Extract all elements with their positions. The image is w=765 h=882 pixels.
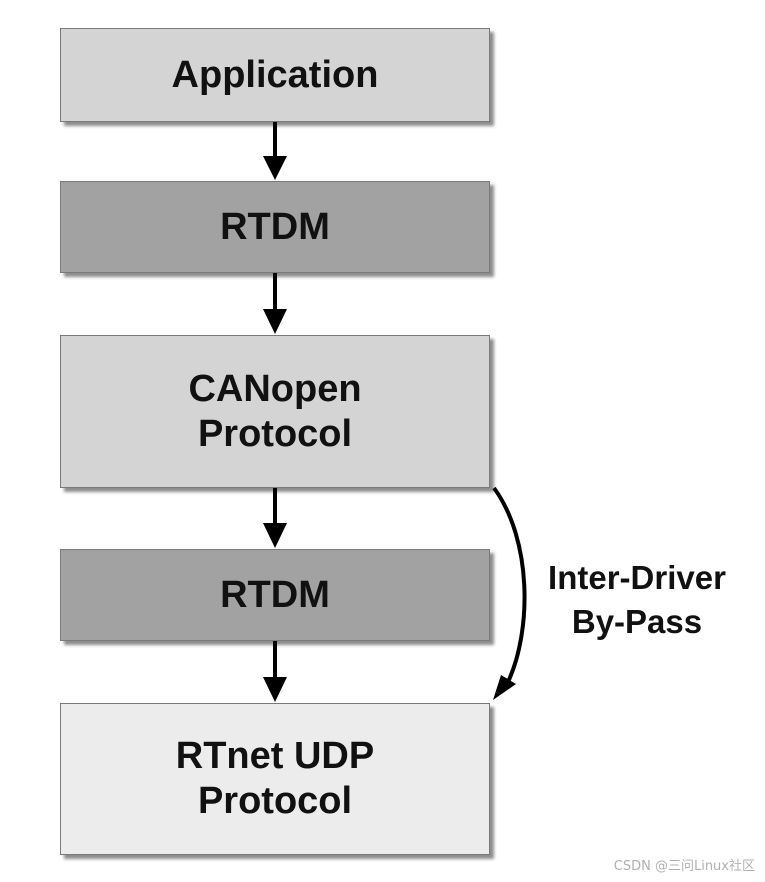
- layer-rtdm-upper: RTDM: [60, 181, 490, 273]
- layer-rtnet-udp-protocol: RTnet UDP Protocol: [60, 703, 490, 855]
- layer-rtdm-upper-label: RTDM: [220, 205, 330, 248]
- layer-canopen-protocol: CANopen Protocol: [60, 335, 490, 488]
- arrow-canopen-to-rtdm: [263, 488, 287, 548]
- arrow-rtdm-to-rtnet: [263, 641, 287, 702]
- layer-rtdm-lower-label: RTDM: [220, 573, 330, 616]
- arrow-application-to-rtdm: [263, 122, 287, 180]
- arrow-rtdm-to-canopen: [263, 273, 287, 334]
- layer-rtnet-label-line-2: Protocol: [197, 780, 353, 822]
- layer-application-label: Application: [171, 53, 379, 96]
- layer-rtnet-label-line-1: RTnet UDP: [175, 735, 375, 778]
- layer-canopen-label-line-2: Protocol: [197, 412, 353, 455]
- bypass-label: Inter-Driver By-Pass: [512, 556, 762, 643]
- bypass-label-line-2: By-Pass: [571, 602, 703, 640]
- layer-canopen-label-line-1: CANopen: [188, 367, 362, 410]
- watermark: CSDN @三问Linux社区: [613, 859, 755, 874]
- bypass-label-line-1: Inter-Driver: [548, 559, 726, 596]
- layer-rtdm-lower: RTDM: [60, 549, 490, 641]
- layer-application: Application: [60, 28, 490, 122]
